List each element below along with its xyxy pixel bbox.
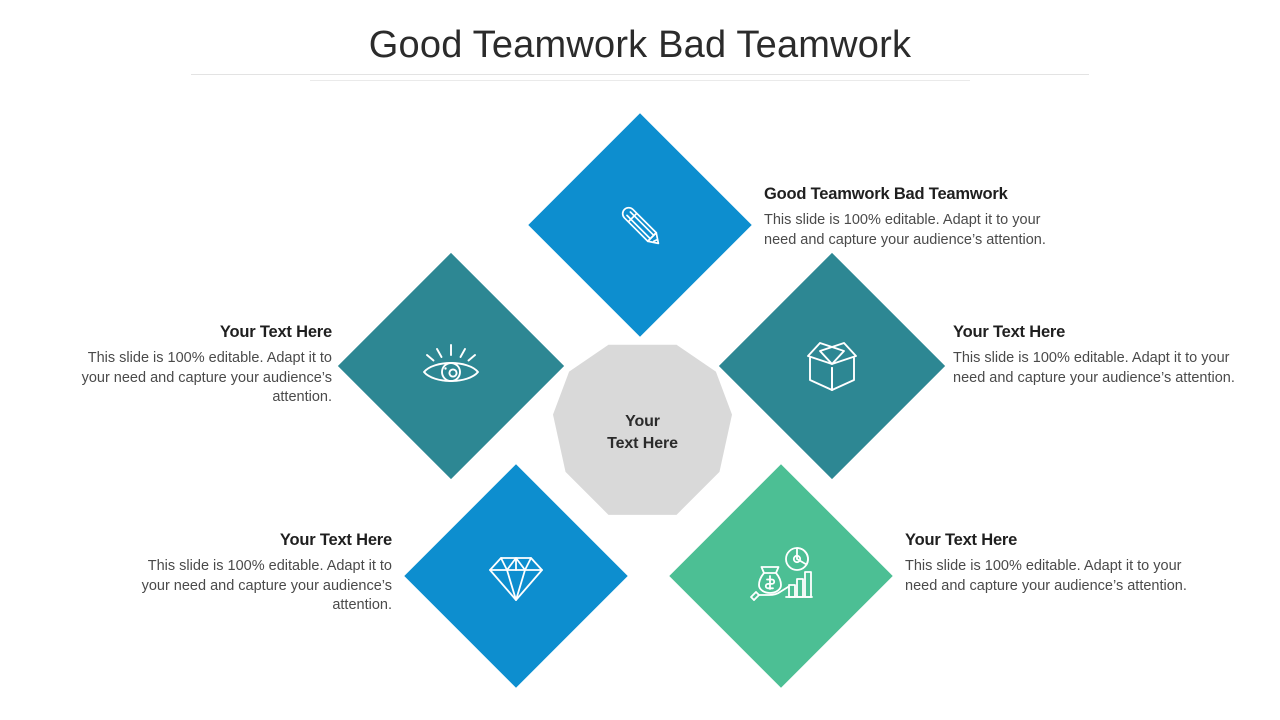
- center-label-line2: Text Here: [607, 434, 678, 452]
- text-block-bottom-right: Your Text Here This slide is 100% editab…: [905, 529, 1205, 596]
- node-shape-top[interactable]: [528, 113, 752, 337]
- text-block-top: Good Teamwork Bad Teamwork This slide is…: [764, 183, 1064, 250]
- text-block-bottom-left-body: This slide is 100% editable. Adapt it to…: [141, 558, 392, 613]
- text-block-right: Your Text Here This slide is 100% editab…: [953, 321, 1253, 388]
- text-block-left-heading: Your Text Here: [219, 323, 332, 341]
- open-box-icon: [794, 328, 870, 404]
- title-divider-long: [191, 74, 1089, 75]
- text-block-top-body: This slide is 100% editable. Adapt it to…: [764, 212, 1046, 248]
- node-shape-left[interactable]: [337, 252, 565, 480]
- center-label-line1: Your: [625, 412, 660, 430]
- center-polygon-shape: [553, 344, 732, 515]
- title-divider-short: [310, 80, 970, 81]
- center-node[interactable]: Your Text Here: [553, 343, 732, 522]
- node-shape-bottom-right[interactable]: [669, 464, 893, 688]
- text-block-bottom-right-heading: Your Text Here: [905, 531, 1018, 549]
- text-block-left-body: This slide is 100% editable. Adapt it to…: [81, 350, 332, 405]
- pencil-icon: [604, 189, 676, 261]
- text-block-right-heading: Your Text Here: [953, 323, 1066, 341]
- text-block-right-body: This slide is 100% editable. Adapt it to…: [953, 350, 1235, 386]
- text-block-left: Your Text Here This slide is 100% editab…: [60, 321, 333, 408]
- page-title: Good Teamwork Bad Teamwork: [368, 24, 912, 66]
- eye-icon: [414, 329, 488, 403]
- text-block-top-heading: Good Teamwork Bad Teamwork: [764, 185, 1008, 203]
- text-block-bottom-left-heading: Your Text Here: [279, 531, 392, 549]
- center-node-label: Your Text Here: [553, 343, 732, 522]
- text-block-bottom-right-body: This slide is 100% editable. Adapt it to…: [905, 558, 1187, 594]
- gem-icon: [479, 539, 553, 613]
- node-shape-right[interactable]: [718, 252, 946, 480]
- node-shape-bottom-left[interactable]: [404, 464, 628, 688]
- text-block-bottom-left: Your Text Here This slide is 100% editab…: [118, 529, 393, 616]
- money-bag-chart-icon: [742, 537, 820, 615]
